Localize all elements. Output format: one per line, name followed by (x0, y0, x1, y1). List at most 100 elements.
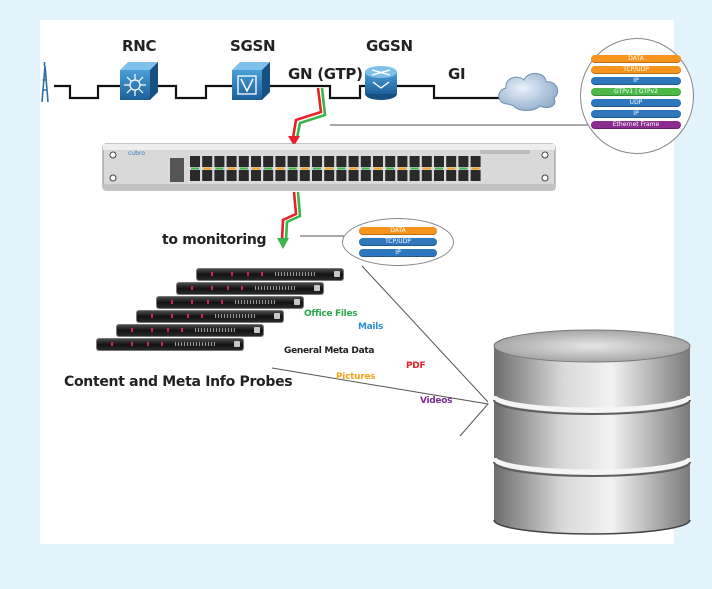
pdf-label: PDF (406, 361, 426, 371)
port-led (203, 167, 212, 170)
switch-port (348, 170, 359, 181)
switch-port (336, 156, 347, 167)
switch-port (190, 170, 200, 181)
port-led (337, 167, 346, 170)
monitor-arrow-red (280, 191, 298, 241)
switch-port (397, 156, 408, 167)
tap-arrow-red (291, 87, 323, 139)
switch-port (324, 170, 335, 181)
protocol-layer: TCP/UDP (591, 66, 681, 74)
probe-led (167, 328, 169, 332)
probe-led (211, 286, 213, 290)
probe-grille (175, 342, 215, 346)
switch-brand: cubro (128, 150, 145, 157)
port-led (313, 167, 321, 170)
port-led (215, 167, 224, 170)
switch-port (214, 156, 225, 167)
port-led (325, 167, 334, 170)
probe-led (111, 342, 113, 346)
probe-led (247, 272, 249, 276)
port-led (191, 167, 199, 170)
probe-handle (274, 313, 280, 319)
switch-port (226, 156, 237, 167)
probe-server (156, 296, 304, 309)
funnel-line-upper (361, 265, 489, 403)
switch-port (360, 170, 371, 181)
port-led (264, 167, 273, 170)
switch-port (446, 170, 457, 181)
general-meta-data-label: General Meta Data (284, 346, 375, 356)
to-monitoring-label: to monitoring (162, 232, 267, 248)
probe-grille (235, 300, 275, 304)
probe-grille (255, 286, 295, 290)
probe-led (211, 272, 213, 276)
switch-port (421, 156, 432, 167)
protocol-layer: GTPv1 | GTPv2 (591, 88, 681, 96)
gi-label: GI (448, 65, 466, 83)
probe-led (151, 328, 153, 332)
protocol-layer: DATA (359, 227, 437, 235)
switch-port (238, 156, 249, 167)
database-icon (491, 329, 693, 535)
port-led (361, 167, 370, 170)
switch-port (251, 156, 261, 167)
port-led (447, 167, 456, 170)
probes-label: Content and Meta Info Probes (64, 374, 293, 390)
switch-port (324, 156, 335, 167)
probe-handle (254, 327, 260, 333)
protocol-layer: DATA (591, 55, 681, 63)
switch-port (312, 156, 322, 167)
probe-grille (215, 314, 255, 318)
protocol-layer: UDP (591, 99, 681, 107)
switch-port (446, 156, 457, 167)
tap-arrow-green (295, 87, 327, 139)
switch-port (421, 170, 432, 181)
switch-port (360, 156, 371, 167)
probe-server (136, 310, 284, 323)
antenna-tower-icon (41, 62, 49, 103)
switch-port (275, 156, 286, 167)
ggsn-label: GGSN (366, 37, 413, 55)
port-led (422, 167, 431, 170)
switch-port (470, 170, 481, 181)
rnc-node-icon (120, 62, 158, 100)
probe-led (131, 328, 133, 332)
cubro-switch (102, 143, 556, 191)
probe-handle (334, 271, 340, 277)
monitor-arrow-green (284, 191, 302, 241)
probe-grille (275, 272, 315, 276)
protocol-layer: TCP/UDP (359, 238, 437, 246)
switch-port (385, 170, 396, 181)
port-led (239, 167, 248, 170)
switch-port (214, 170, 225, 181)
switch-port (202, 156, 213, 167)
port-led (252, 167, 260, 170)
switch-port (287, 156, 298, 167)
switch-port (251, 170, 261, 181)
probe-led (161, 342, 163, 346)
probe-server (116, 324, 264, 337)
port-led (288, 167, 297, 170)
switch-port (409, 170, 420, 181)
port-led (276, 167, 285, 170)
port-led (386, 167, 395, 170)
switch-port (409, 156, 420, 167)
probe-led (191, 300, 193, 304)
switch-port (299, 170, 310, 181)
probe-led (181, 328, 183, 332)
network-link-line (54, 84, 505, 100)
port-led (435, 167, 443, 170)
switch-port (385, 156, 396, 167)
probe-led (151, 314, 153, 318)
protocol-layer: IP (591, 110, 681, 118)
switch-port (458, 170, 469, 181)
probe-server (96, 338, 244, 351)
office-files-label: Office Files (304, 309, 358, 319)
probe-handle (294, 299, 300, 305)
ggsn-router-icon (365, 66, 397, 100)
switch-port (434, 156, 444, 167)
probe-led (187, 314, 189, 318)
switch-port (434, 170, 444, 181)
